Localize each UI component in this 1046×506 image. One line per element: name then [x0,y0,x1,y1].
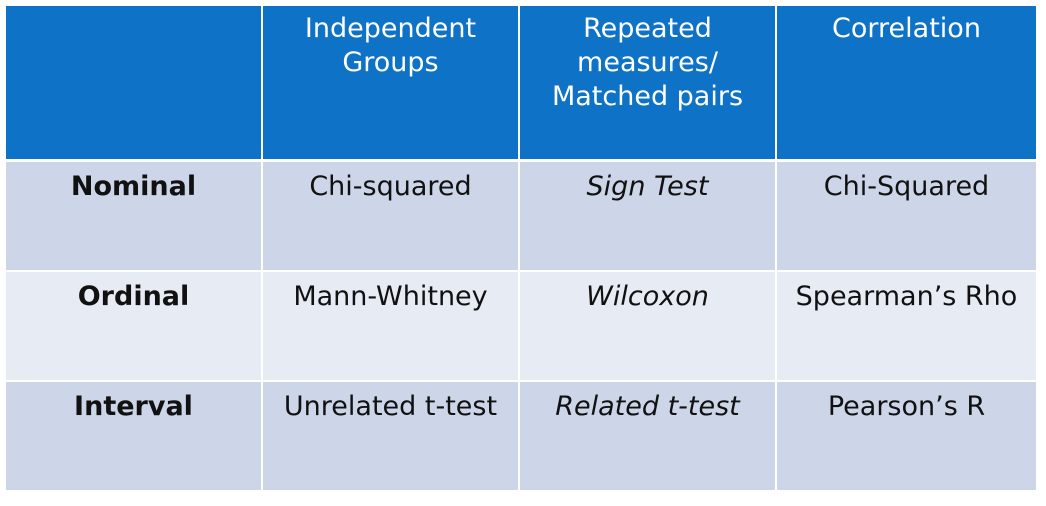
table-cell: Sign Test [520,162,777,272]
cell-text: Chi-Squared [823,171,990,202]
cell-text: Spearman’s Rho [795,281,1018,312]
row-label-ordinal: Ordinal [6,272,263,382]
cell-text: Wilcoxon [586,281,709,312]
cell-text: Related t-test [555,391,740,422]
table-cell: Chi-Squared [777,162,1036,272]
table-cell: Pearson’s R [777,382,1036,492]
header-independent-groups: Independent Groups [263,6,520,162]
table-cell: Mann-Whitney [263,272,520,382]
row-label-text: Interval [74,391,193,422]
header-repeated-measures: Repeated measures/ Matched pairs [520,6,777,162]
cell-text: Pearson’s R [827,391,986,422]
row-label-text: Nominal [70,171,197,202]
header-corner-cell [6,6,263,162]
row-label-interval: Interval [6,382,263,492]
row-label-text: Ordinal [77,281,190,312]
cell-text: Mann-Whitney [293,281,488,312]
table-cell: Unrelated t-test [263,382,520,492]
table-cell: Related t-test [520,382,777,492]
header-line: Correlation [832,13,981,44]
header-line: measures/ [577,47,718,78]
table-cell: Chi-squared [263,162,520,272]
table-cell: Spearman’s Rho [777,272,1036,382]
cell-text: Sign Test [586,171,709,202]
header-line: Repeated [583,13,712,44]
statistics-test-table: Independent Groups Repeated measures/ Ma… [6,6,1036,492]
header-line: Matched pairs [551,81,744,112]
table-cell: Wilcoxon [520,272,777,382]
header-correlation: Correlation [777,6,1036,162]
cell-text: Chi-squared [309,171,472,202]
row-label-nominal: Nominal [6,162,263,272]
header-line: Groups [342,47,439,78]
cell-text: Unrelated t-test [283,391,498,422]
header-line: Independent [304,13,477,44]
